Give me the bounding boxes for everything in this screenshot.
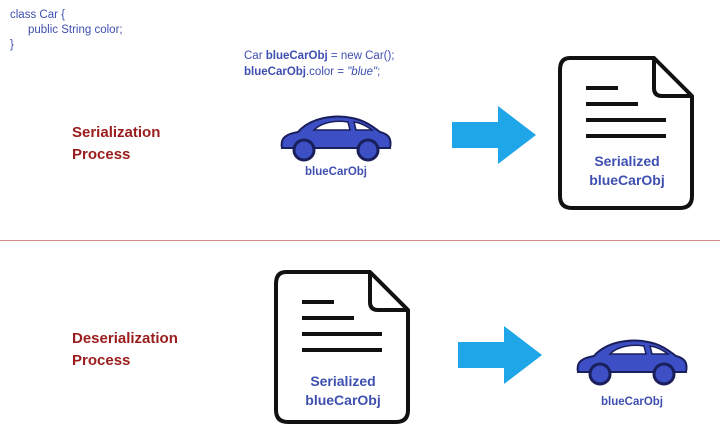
document-label-line: blueCarObj — [589, 172, 665, 188]
document-icon — [274, 270, 410, 424]
class-code-line: class Car { — [10, 9, 65, 21]
object-code-block: Car blueCarObj = new Car(); blueCarObj.c… — [244, 48, 395, 80]
code-text: = new Car(); — [327, 50, 395, 62]
car-label: blueCarObj — [305, 166, 367, 178]
car-icon — [280, 115, 392, 162]
document-label-line: blueCarObj — [305, 392, 381, 408]
code-text: .color = — [305, 66, 348, 78]
serialization-title: Serialization Process — [72, 122, 160, 166]
code-text: Car — [244, 50, 266, 62]
document-icon — [558, 56, 694, 210]
document-label: Serialized blueCarObj — [566, 152, 688, 190]
arrow-right-icon — [452, 106, 536, 164]
car-icon — [576, 339, 688, 386]
object-code-line: Car blueCarObj = new Car(); — [244, 48, 395, 64]
document-label-line: Serialized — [310, 373, 376, 389]
process-title-line: Process — [72, 146, 131, 163]
class-code-line: public String color; — [28, 24, 123, 36]
code-variable: blueCarObj — [244, 66, 306, 78]
document-label: Serialized blueCarObj — [282, 372, 404, 410]
process-title-line: Deserialization — [72, 330, 178, 347]
object-code-line: blueCarObj.color = "blue"; — [244, 64, 395, 80]
class-code-line: } — [10, 39, 14, 51]
car-label: blueCarObj — [601, 396, 663, 408]
section-divider — [0, 240, 720, 241]
code-variable: blueCarObj — [265, 50, 328, 62]
code-string: "blue" — [347, 66, 378, 78]
code-text: ; — [377, 66, 381, 78]
class-code-block: class Car { public String color; } — [10, 8, 123, 53]
document-label-line: Serialized — [594, 153, 660, 169]
process-title-line: Serialization — [72, 124, 161, 141]
deserialization-title: Deserialization Process — [72, 328, 178, 372]
process-title-line: Process — [72, 352, 131, 369]
arrow-right-icon — [458, 326, 542, 384]
